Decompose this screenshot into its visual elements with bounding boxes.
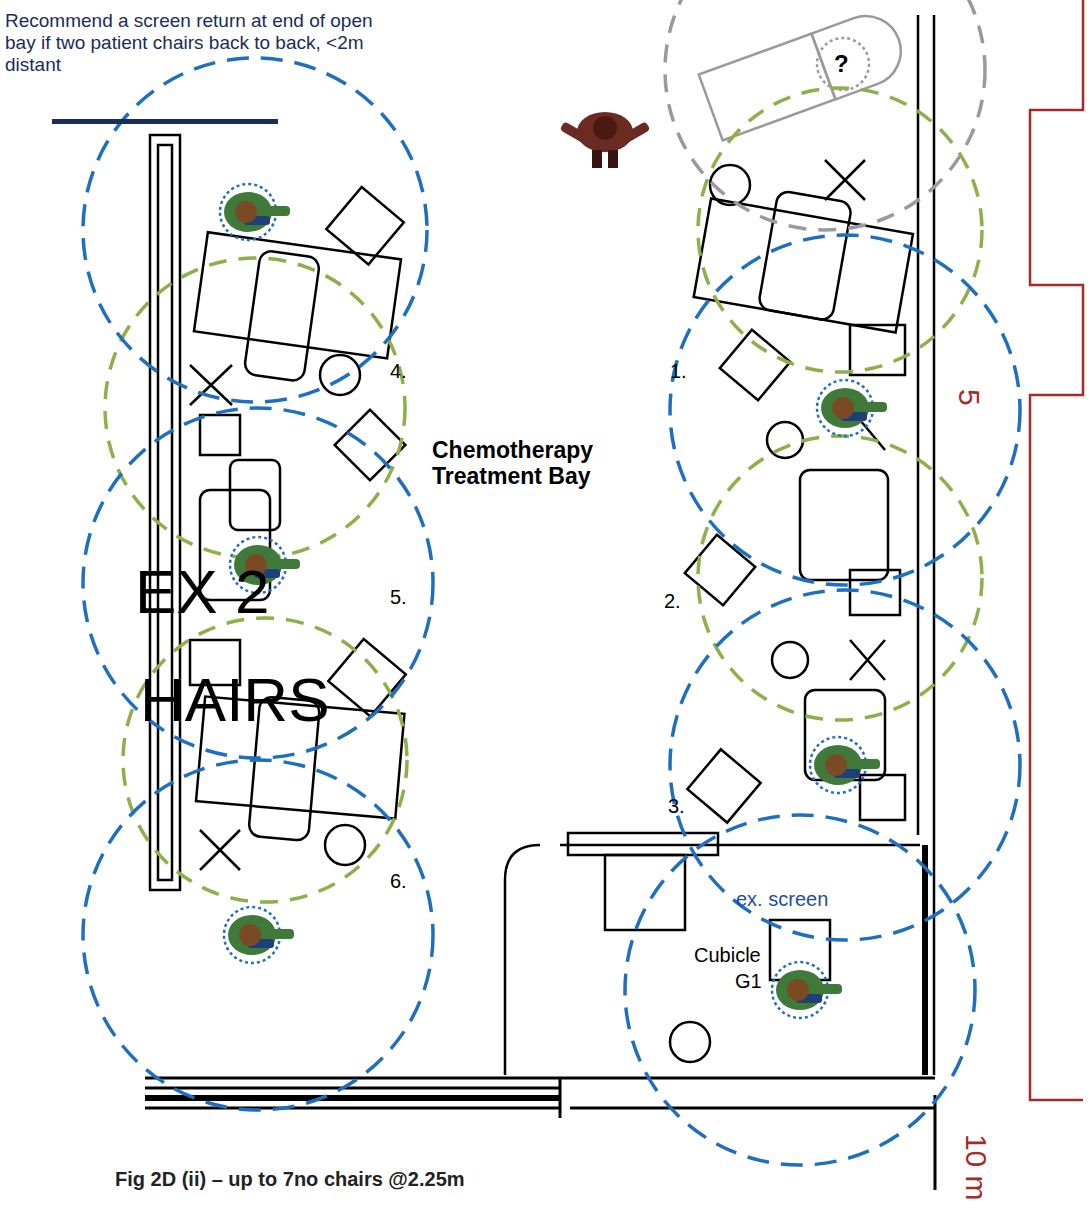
person-figure [817, 380, 887, 436]
person-figure [220, 184, 290, 240]
figure-caption: Fig 2D (ii) – up to 7no chairs @2.25m [115, 1168, 465, 1191]
room-label: Cubicle [694, 944, 761, 967]
callout-number: 1. [670, 360, 687, 383]
dimension-text: 10 m [958, 1134, 993, 1201]
callout-number: 2. [664, 590, 681, 613]
note-text: Recommend a screen return at end of open… [5, 10, 390, 76]
room-label: G1 [735, 970, 762, 993]
visitor-figure [560, 112, 651, 168]
callout-number: 5. [390, 586, 407, 609]
plan-text: HAIRS [140, 664, 329, 735]
dimension-text: 5 [951, 389, 986, 406]
person-figure [810, 737, 880, 793]
room-label: Chemotherapy Treatment Bay [432, 437, 672, 490]
callout-number: 3. [668, 795, 685, 818]
plan-text: EX 2 [135, 556, 269, 627]
callout-number: 4. [390, 360, 407, 383]
person-figure [224, 907, 294, 963]
query-mark: ? [834, 50, 849, 78]
callout-number: 6. [390, 870, 407, 893]
person-figure [772, 962, 842, 1018]
screen-label: ex. screen [736, 888, 828, 911]
